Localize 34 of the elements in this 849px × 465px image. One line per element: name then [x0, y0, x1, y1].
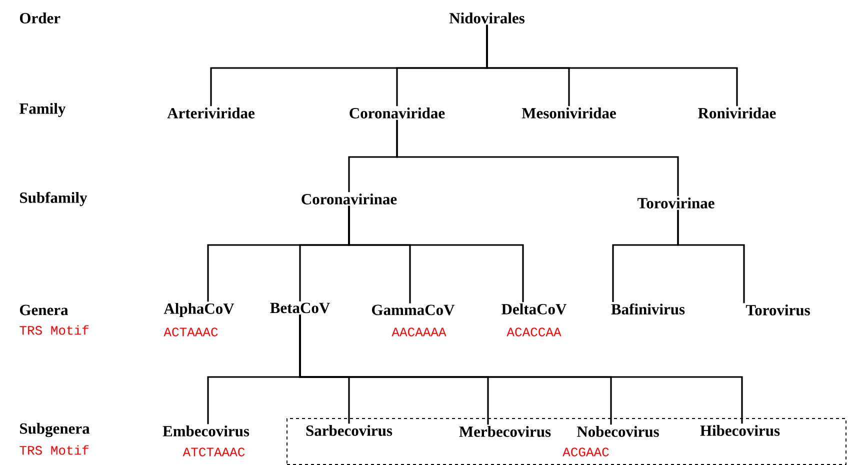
row-label: Subfamily — [20, 192, 88, 206]
taxon-name: Embecovirus — [162, 426, 250, 436]
taxon-name: Torovirinae — [637, 198, 714, 208]
taxon-name: DeltaCoV — [502, 304, 567, 314]
tree-connector — [396, 120, 679, 196]
taxon-name: Merbecovirus — [459, 426, 551, 437]
motif-sequence: ATCTAAAC — [182, 448, 245, 456]
taxon-name: Bafinivirus — [611, 303, 685, 315]
taxon-name: Coronaviridae — [350, 108, 445, 118]
taxon-name: Mesoniviridae — [522, 108, 616, 118]
tree-connector — [486, 24, 738, 106]
taxon-name: Torovirus — [746, 304, 810, 316]
row-label: Order — [20, 12, 60, 24]
taxon-name: AlphaCoV — [164, 302, 234, 318]
row-label: Subgenera — [20, 422, 90, 438]
motif-sequence: ACACCAA — [506, 328, 562, 336]
tree-connector — [299, 314, 743, 424]
row-label: Family — [19, 102, 66, 118]
taxon-name: Coronavirinae — [302, 194, 397, 204]
taxon-name: GammaCoV — [372, 304, 455, 316]
taxon-name: Hibecovirus — [700, 425, 780, 436]
taxon-name: Nobecovirus — [576, 426, 659, 437]
row-label: Genera — [20, 304, 68, 316]
taxon-name: Nidovirales — [449, 12, 524, 24]
taxon-name: Roniviridae — [698, 108, 776, 118]
taxon-name: Arteriviridae — [167, 108, 254, 118]
taxon-name: BetaCoV — [270, 302, 330, 314]
motif-sequence: ACTAAAC — [164, 328, 218, 336]
row-label: TRS Motif — [20, 445, 89, 455]
tree-connector — [348, 206, 524, 302]
taxon-name: Sarbecovirus — [306, 425, 392, 436]
tree-connector — [677, 210, 745, 304]
motif-sequence: AACAAAA — [392, 328, 446, 336]
row-label: TRS Motif — [20, 325, 89, 335]
